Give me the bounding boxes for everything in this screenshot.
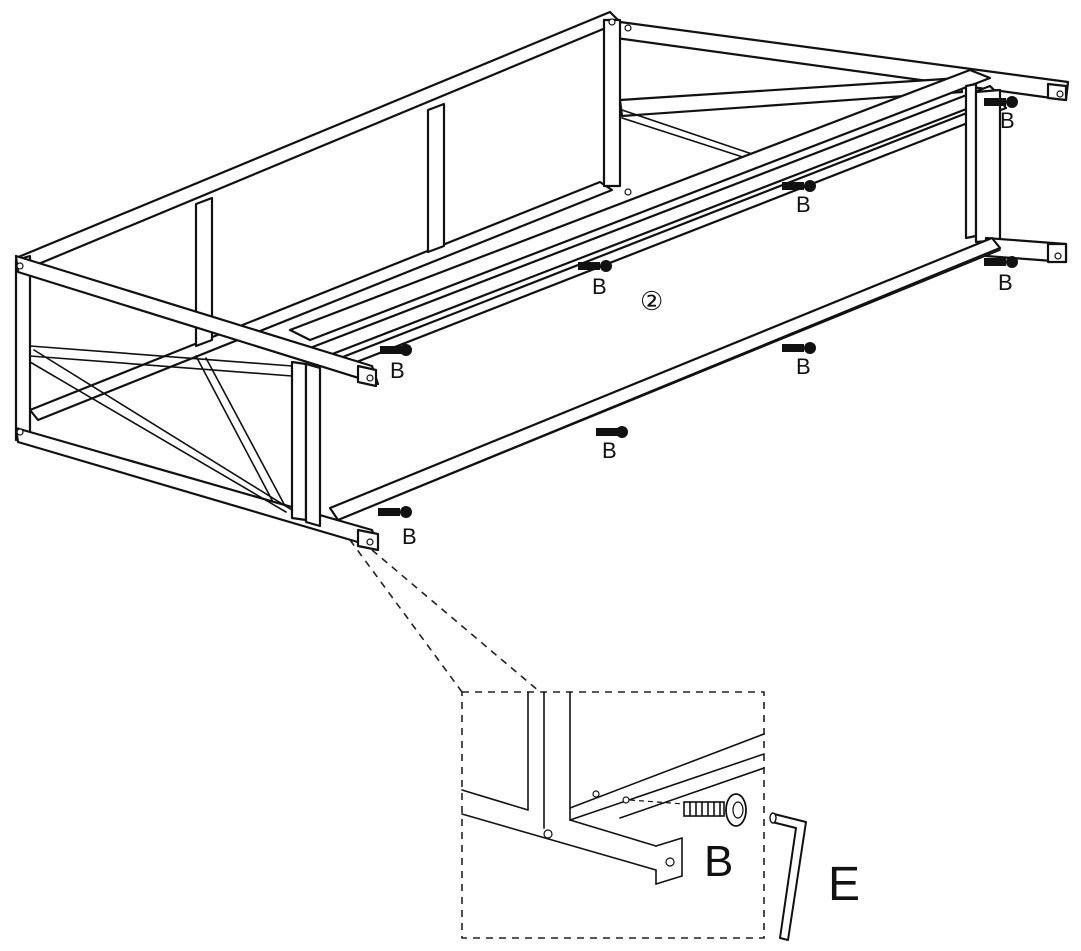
bolt-icon: B [984,256,1018,295]
bolt-icon: B [578,260,612,299]
bolt-icon: B [596,426,628,463]
bolt-icon: B [782,342,816,379]
step-number: ② [640,286,663,316]
detail-callout: B [349,539,765,939]
frame-assembly [14,10,1070,552]
bolt-label: B [796,354,811,379]
hex-key-icon [769,812,807,941]
bolt-icon: B [782,180,816,217]
wrench-label: E [828,858,860,911]
bolt-label: B [602,438,617,463]
bolt-label: B [390,358,405,383]
bolt-icon: B [380,344,412,383]
bolt-label: B [402,524,417,549]
bolt-icon: B [984,96,1018,133]
bolt-label: B [796,192,811,217]
bolt-label: B [1000,108,1015,133]
bolt-icon [683,793,747,827]
bolt-icon: B [378,506,417,549]
bolts: B B B B B B [378,96,1018,549]
bolt-label: B [998,270,1013,295]
bolt-label-large: B [704,837,733,886]
detail-joint [461,691,765,885]
bolt-label: B [592,274,607,299]
